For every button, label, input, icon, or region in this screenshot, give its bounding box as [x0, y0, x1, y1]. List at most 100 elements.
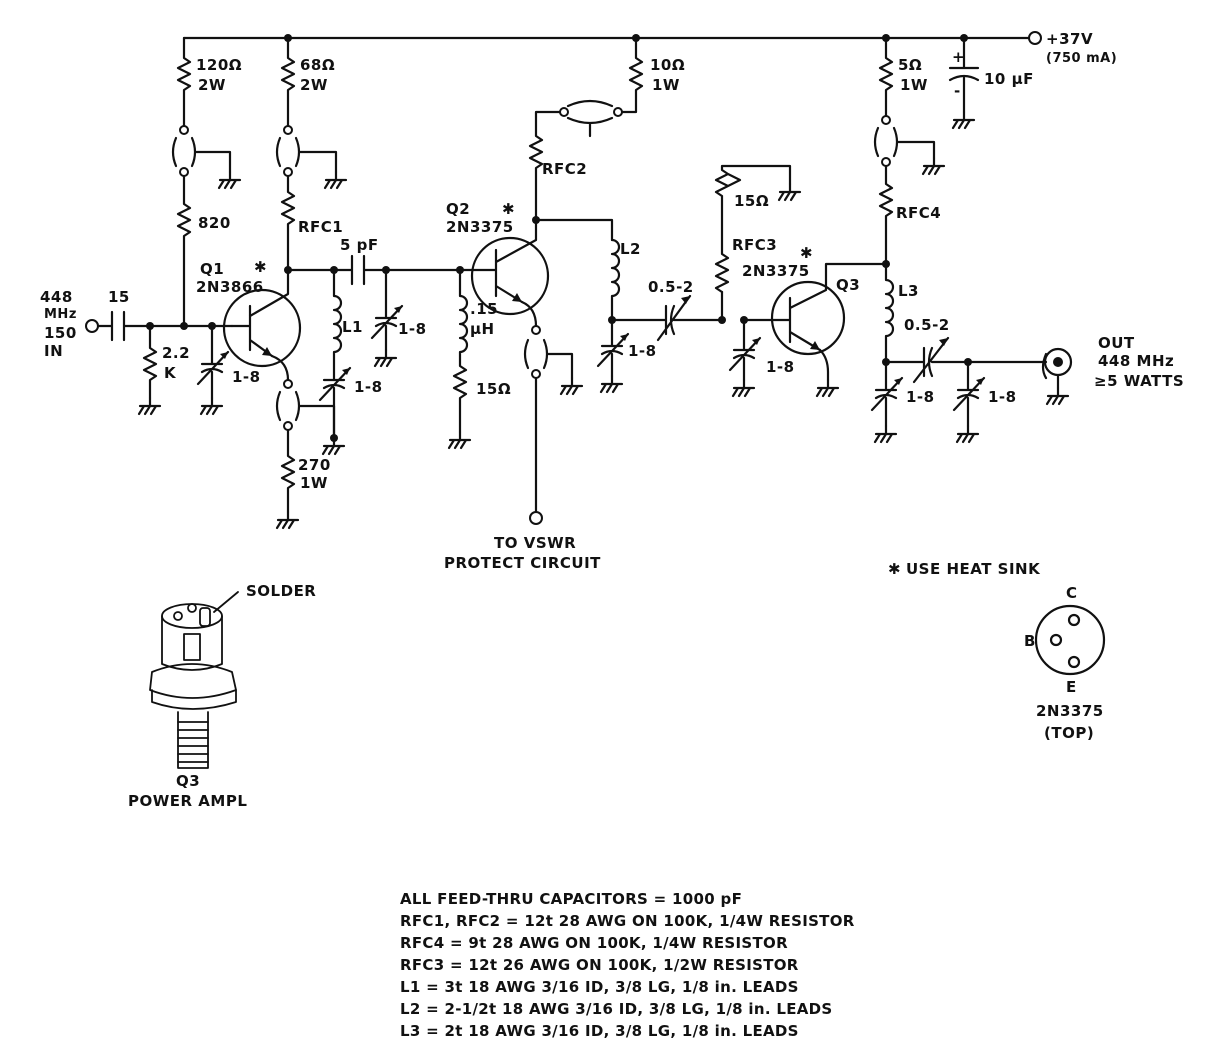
trimmer-1: [196, 324, 230, 400]
input-freq: 448: [40, 288, 73, 306]
q1-heatsink-mark: ✱: [254, 258, 267, 276]
r120-value: 120Ω: [196, 56, 242, 74]
vswr-terminal: [529, 511, 543, 525]
q2-type: 2N3375: [446, 218, 514, 236]
note-line: RFC3 = 12t 26 AWG ON 100K, 1/2W RESISTOR: [400, 956, 799, 974]
trimmer-5-label: 1-8: [766, 358, 795, 376]
r22k-value: 2.2: [162, 344, 190, 362]
rfc2-label: RFC2: [542, 160, 587, 178]
l2-coil: [610, 238, 621, 322]
q2-transistor: [462, 218, 550, 316]
r270-value: 270: [298, 456, 331, 474]
output-dir: OUT: [1098, 334, 1135, 352]
package-desc: POWER AMPL: [128, 792, 247, 810]
lp15-coil: [452, 268, 469, 434]
feedthrough-cap-1: [171, 136, 232, 174]
q1-name: Q1: [200, 260, 224, 278]
rfc3-choke: [714, 164, 792, 294]
trimmer-3: [370, 268, 404, 352]
trimmer-5: [728, 318, 762, 382]
feedthrough-cap-3: [275, 390, 336, 440]
r120-resistor: [176, 36, 192, 130]
input-terminal: [85, 319, 99, 333]
r15b-value: 15Ω: [734, 192, 769, 210]
r68-rating: 2W: [300, 76, 328, 94]
rfc4-label: RFC4: [896, 204, 941, 222]
q3-heatsink-mark: ✱: [800, 244, 813, 262]
r270-resistor: [280, 428, 296, 514]
l1-coil: [332, 268, 343, 382]
input-impedance: 150: [44, 324, 77, 342]
r10-value: 10Ω: [650, 56, 685, 74]
trimmer-2: [318, 366, 352, 440]
c5pf-label: 5 pF: [340, 236, 379, 254]
q2-name: Q2: [446, 200, 470, 218]
note-line: L2 = 2-1/2t 18 AWG 3/16 ID, 3/8 LG, 1/8 …: [400, 1000, 833, 1018]
feedthrough-cap-2: [275, 136, 338, 174]
r68-resistor: [280, 36, 296, 128]
pinout-b: B: [1024, 632, 1036, 650]
solder-label: SOLDER: [246, 582, 316, 600]
l3-label: L3: [898, 282, 919, 300]
note-line: L3 = 2t 18 AWG 3/16 ID, 3/8 LG, 1/8 in. …: [400, 1022, 799, 1040]
r5-rating: 1W: [900, 76, 928, 94]
trimmer-series-1: [610, 294, 724, 342]
r15a-value: 15Ω: [476, 380, 511, 398]
r22k-resistor: [142, 324, 158, 400]
l3-coil: [884, 262, 895, 364]
r5-value: 5Ω: [898, 56, 922, 74]
l1-label: L1: [342, 318, 363, 336]
trimmer-4: [596, 318, 630, 378]
notes-block: ALL FEED-THRU CAPACITORS = 1000 pF RFC1,…: [400, 890, 855, 1040]
l2-label: L2: [620, 240, 641, 258]
r22k-unit: K: [164, 364, 177, 382]
trimmer-7-label: 1-8: [988, 388, 1017, 406]
r5-resistor: [878, 36, 894, 118]
r10-rating: 1W: [652, 76, 680, 94]
note-line: ALL FEED-THRU CAPACITORS = 1000 pF: [400, 890, 742, 908]
output-connector: [1041, 347, 1073, 390]
rfc4-choke: [878, 164, 894, 266]
trimmer-4-label: 1-8: [628, 342, 657, 360]
note-line: RFC4 = 9t 28 AWG ON 100K, 1/4W RESISTOR: [400, 934, 788, 952]
note-line: RFC1, RFC2 = 12t 28 AWG ON 100K, 1/4W RE…: [400, 912, 855, 930]
rfc1-label: RFC1: [298, 218, 343, 236]
pinout-diagram: [1034, 604, 1106, 676]
r10-resistor: [620, 36, 644, 114]
note-line: L1 = 3t 18 AWG 3/16 ID, 3/8 LG, 1/8 in. …: [400, 978, 799, 996]
q1-type: 2N3866: [196, 278, 264, 296]
rfc3-label: RFC3: [732, 236, 777, 254]
input-unit: MHz: [44, 307, 77, 322]
q3-transistor: [742, 262, 888, 356]
trimmer-6-label: 1-8: [906, 388, 935, 406]
pinout-type: 2N3375: [1036, 702, 1104, 720]
package-name: Q3: [176, 772, 200, 790]
pinout-c: C: [1066, 584, 1078, 602]
q2-heatsink-mark: ✱: [502, 200, 515, 218]
output-power: ≥5 WATTS: [1094, 372, 1184, 390]
vswr-line2: PROTECT CIRCUIT: [444, 554, 601, 572]
feedthrough-cap-5: [523, 338, 574, 380]
pinout-e: E: [1066, 678, 1077, 696]
lp15-unit: µH: [470, 320, 495, 338]
feedthrough-cap-4: [566, 99, 614, 138]
r120-rating: 2W: [198, 76, 226, 94]
c10uf-plus: +: [952, 48, 965, 66]
rfc1-choke: [280, 174, 296, 272]
trimmer-7: [952, 360, 986, 428]
trimmer-3-label: 1-8: [398, 320, 427, 338]
c10uf-capacitor: [948, 36, 980, 114]
r270-rating: 1W: [300, 474, 328, 492]
q3-type: 2N3375: [742, 262, 810, 280]
supply-voltage-label: +37V: [1046, 30, 1093, 48]
c10uf-value: 10 µF: [984, 70, 1034, 88]
heatsink-star: ✱: [888, 560, 901, 578]
supply-current-label: (750 mA): [1046, 51, 1117, 66]
output-freq: 448 MHz: [1098, 352, 1174, 370]
trimmer-series-2: [884, 336, 1048, 384]
trimmer-2-label: 1-8: [354, 378, 383, 396]
input-cap-value: 15: [108, 288, 130, 306]
r68-value: 68Ω: [300, 56, 335, 74]
trimmer-6: [870, 360, 904, 428]
